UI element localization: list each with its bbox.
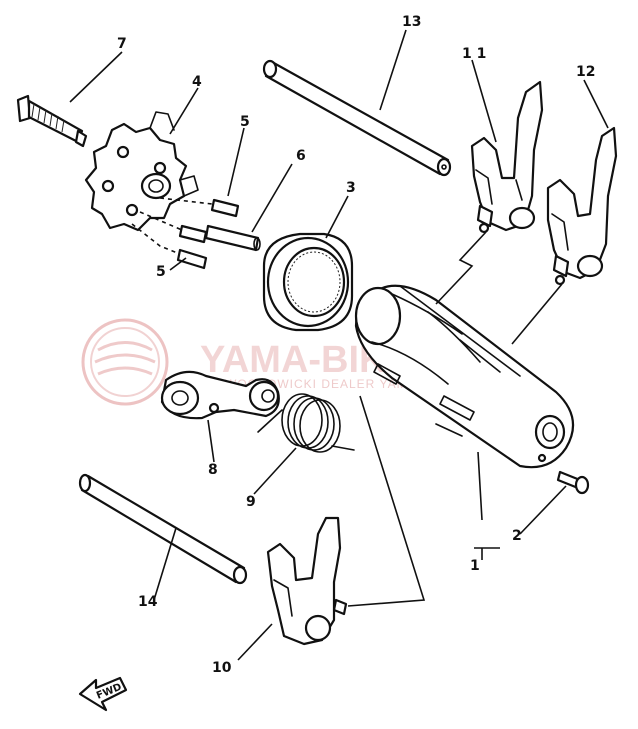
callout-8: 8	[208, 462, 218, 478]
fwd-arrow-icon: FWD	[78, 676, 128, 712]
callout-7: 7	[117, 36, 127, 52]
part-5-dowel-pins	[176, 198, 240, 270]
part-11-shift-fork	[470, 80, 544, 234]
callout-5-bottom: 5	[156, 264, 166, 280]
part-3-bearing	[262, 232, 354, 332]
callout-3: 3	[346, 180, 356, 196]
part-9-spring	[257, 393, 355, 453]
callout-9: 9	[246, 494, 256, 510]
callout-1: 1	[470, 558, 480, 574]
part-6-pin	[204, 224, 261, 252]
watermark-logo-icon	[81, 318, 169, 406]
part-13-guide-bar	[262, 59, 452, 177]
callout-2: 2	[512, 528, 522, 544]
callout-14: 14	[138, 594, 158, 610]
part-4-segment	[84, 111, 199, 232]
part-7-bolt	[16, 94, 88, 148]
part-12-shift-fork	[546, 126, 618, 286]
callouts: 7 4 5 6 5 3 13 1 1 12 8 9 14 10 1 2	[117, 14, 595, 676]
callout-6: 6	[296, 148, 306, 164]
part-1-shift-drum	[354, 284, 575, 469]
callout-4: 4	[192, 74, 202, 90]
callout-5-top: 5	[240, 114, 250, 130]
callout-12: 12	[576, 64, 595, 80]
part-14-guide-bar	[78, 473, 248, 585]
part-8-stopper-lever	[160, 370, 280, 420]
callout-13: 13	[402, 14, 421, 30]
part-10-shift-fork	[266, 516, 348, 646]
leader-lines	[69, 29, 609, 661]
part-2-screw	[556, 470, 590, 495]
callout-11: 1 1	[462, 46, 486, 62]
callout-10: 10	[212, 660, 232, 676]
